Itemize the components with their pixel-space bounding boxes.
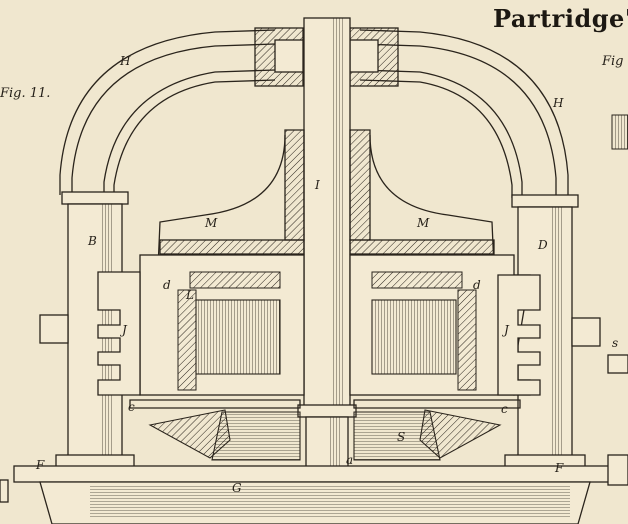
arch-frame — [59, 29, 569, 198]
runner-wheel — [139, 254, 515, 396]
label-I: I — [315, 178, 320, 192]
label-F-left: F — [36, 458, 45, 472]
label-G: G — [232, 481, 242, 495]
label-c-left: c — [128, 400, 135, 414]
adjacent-figure-fragment — [0, 114, 628, 503]
label-d-right: d — [473, 278, 481, 292]
label-M-right: M — [417, 216, 430, 230]
plate-title: Partridge's — [493, 4, 628, 33]
label-c-right: c — [501, 402, 508, 416]
figure-number-left: Fig. 11. — [0, 86, 51, 101]
label-H-right: H — [553, 96, 564, 110]
label-B: B — [88, 234, 97, 248]
label-J-left: J — [122, 323, 127, 337]
label-S: S — [397, 430, 406, 444]
label-F-right: F — [555, 461, 564, 475]
figure-number-right: Fig — [602, 54, 624, 69]
label-H-left: H — [120, 54, 131, 68]
base-plate — [13, 465, 615, 524]
lower-guide — [129, 399, 521, 461]
label-L: L — [186, 288, 194, 302]
central-shaft — [297, 17, 357, 470]
label-a: a — [346, 453, 354, 467]
label-d-left: d — [163, 278, 171, 292]
label-D: D — [538, 238, 548, 252]
label-M-left: M — [205, 216, 218, 230]
side-brackets — [97, 271, 541, 396]
label-s-edge: s — [612, 336, 619, 350]
label-J-right: J — [504, 323, 509, 337]
bell-housing — [157, 129, 495, 269]
top-hub — [254, 27, 399, 87]
